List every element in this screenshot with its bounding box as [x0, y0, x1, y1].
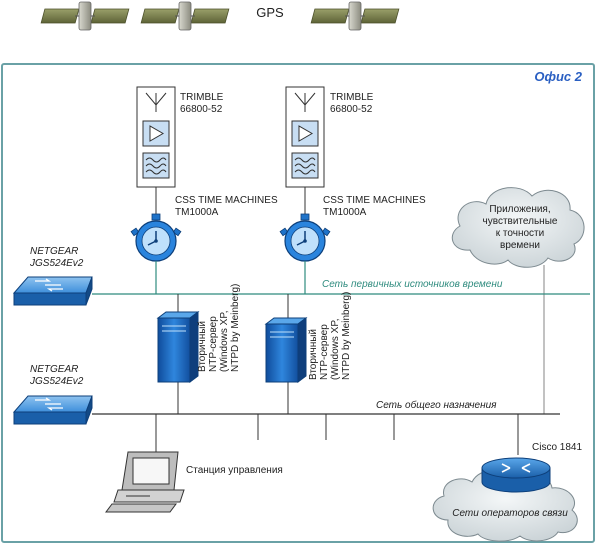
general-network-label: Сеть общего назначения	[376, 399, 497, 411]
operators-cloud-label: Сети операторов связи	[452, 508, 568, 519]
trimble-1-line2: 66800-52	[180, 104, 223, 115]
office-label: Офис 2	[534, 69, 582, 84]
amplifier-icon	[291, 120, 319, 147]
stopwatch-icon	[130, 213, 182, 262]
stopwatch-icon	[279, 213, 331, 262]
filter-icon	[291, 152, 319, 179]
network-switch-icon	[12, 395, 93, 425]
computer-icon	[105, 451, 185, 513]
apps-cloud-line4: времени	[500, 240, 540, 251]
apps-cloud-line2: чувствительные	[483, 216, 558, 227]
gps-receiver-2	[285, 86, 325, 188]
ntp-server-1-line1: Вторичный	[197, 321, 208, 372]
cloud-icon	[451, 187, 585, 268]
server-tower-icon	[264, 317, 308, 383]
css-1-line2: TM1000A	[175, 207, 219, 218]
gps-receiver-1	[136, 86, 176, 188]
antenna-icon	[145, 92, 167, 112]
gps-label: GPS	[256, 5, 284, 20]
trimble-2-line1: TRIMBLE	[330, 92, 374, 103]
ntp-server-2-line1: Вторичный	[308, 329, 319, 380]
satellite-icon	[310, 1, 400, 31]
css-2-line2: TM1000A	[323, 207, 367, 218]
ntp-server-2-line2: NTP-сервер	[319, 324, 330, 380]
network-switch-icon	[12, 276, 93, 306]
switch-1-line2: JGS524Ev2	[29, 258, 84, 269]
antenna-icon	[294, 92, 316, 112]
ntp-server-1-line2: NTP-сервер	[208, 316, 219, 372]
css-2-line1: CSS TIME MACHINES	[323, 195, 426, 206]
ntp-server-2-line4: NTPD by Meinberg)	[341, 292, 352, 380]
workstation-label: Станция управления	[186, 465, 283, 476]
filter-icon	[142, 152, 170, 179]
satellite-icon	[40, 1, 130, 31]
css-1-line1: CSS TIME MACHINES	[175, 195, 278, 206]
primary-network-label: Сеть первичных источников времени	[322, 279, 503, 290]
ntp-server-2-label: Вторичный NTP-сервер (Windows XP, NTPD b…	[308, 292, 352, 380]
satellite-icon	[140, 1, 230, 31]
switch-2-line1: NETGEAR	[30, 364, 78, 375]
switch-2-line2: JGS524Ev2	[29, 376, 84, 387]
switch-1-line1: NETGEAR	[30, 246, 78, 257]
router-icon	[481, 457, 551, 493]
ntp-server-1-label: Вторичный NTP-сервер (Windows XP, NTPD b…	[197, 284, 241, 372]
server-tower-icon	[156, 311, 200, 383]
apps-cloud-line1: Приложения,	[489, 204, 550, 215]
ntp-server-1-line4: NTPD by Meinberg)	[230, 284, 241, 372]
ntp-server-1-line3: (Windows XP,	[219, 310, 230, 372]
amplifier-icon	[142, 120, 170, 147]
router-label: Cisco 1841	[532, 442, 582, 453]
office-frame	[1, 63, 595, 543]
ntp-server-2-line3: (Windows XP,	[330, 318, 341, 380]
trimble-2-line2: 66800-52	[330, 104, 373, 115]
apps-cloud-line3: к точности	[496, 228, 544, 239]
trimble-1-line1: TRIMBLE	[180, 92, 224, 103]
